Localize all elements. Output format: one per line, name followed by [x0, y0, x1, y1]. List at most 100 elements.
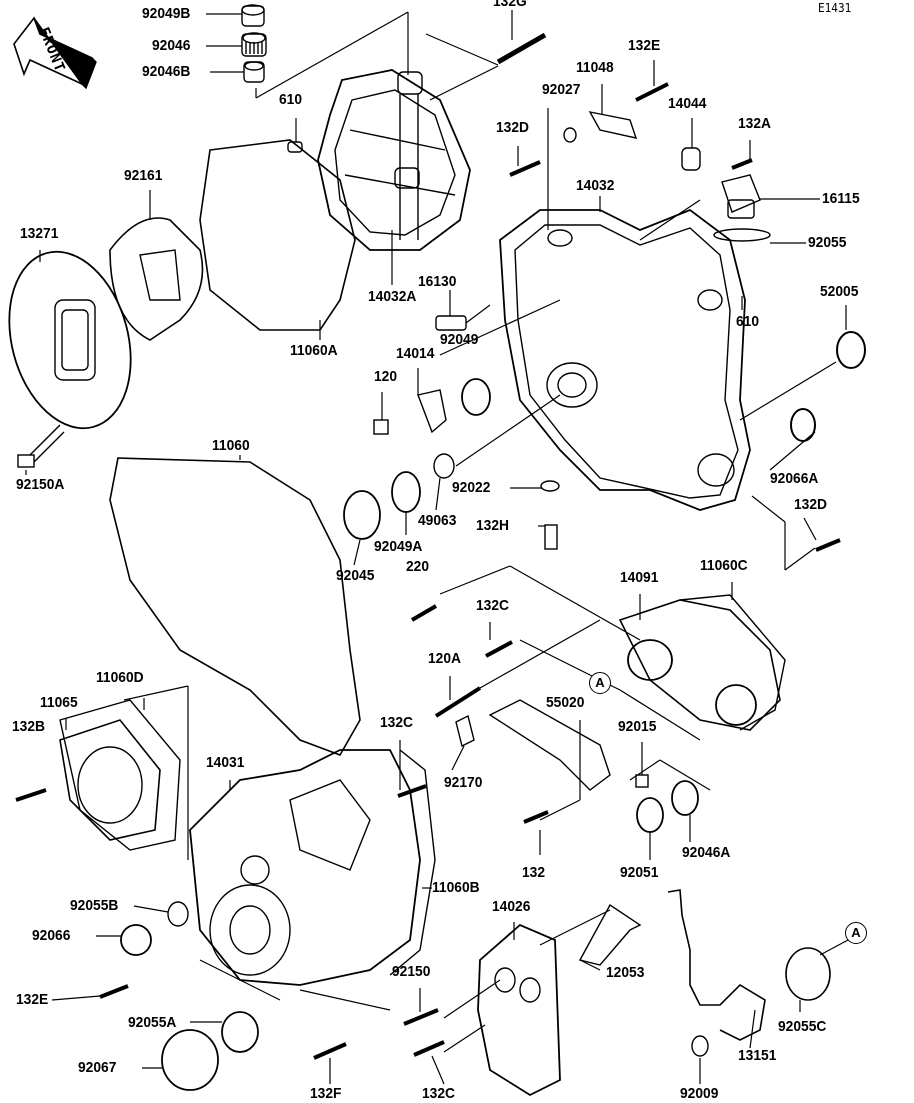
part-label[interactable]: 132B	[12, 718, 45, 735]
o-ring-92055	[713, 228, 771, 242]
part-label[interactable]: 13271	[20, 225, 59, 242]
seal-49063	[433, 453, 455, 479]
plate-13271	[8, 250, 132, 430]
part-label[interactable]: 120	[374, 368, 398, 385]
collar-92027	[563, 127, 577, 143]
part-label[interactable]: 132C	[476, 597, 509, 614]
part-label[interactable]: 11060A	[290, 342, 338, 359]
part-label[interactable]: 120A	[428, 650, 461, 667]
part-label[interactable]: 132H	[476, 517, 509, 534]
part-label[interactable]: 92150A	[16, 476, 65, 493]
seal-92049	[461, 378, 491, 416]
part-label[interactable]: 11065	[40, 694, 78, 711]
dowel-pin-610	[287, 141, 303, 153]
part-label[interactable]: 92051	[620, 864, 659, 881]
bearing-92049a	[391, 471, 421, 513]
part-label[interactable]: 92049A	[374, 538, 423, 555]
part-label[interactable]: 132E	[628, 37, 661, 54]
part-label[interactable]: 92015	[618, 718, 657, 735]
plate-92161	[109, 217, 204, 341]
part-label[interactable]: 132	[522, 864, 546, 881]
bolt-92009	[691, 1035, 709, 1057]
part-label[interactable]: 92046	[152, 37, 191, 54]
reference-marker-a[interactable]: A	[589, 672, 611, 694]
part-label[interactable]: 11060	[212, 437, 250, 454]
part-label[interactable]: 132A	[738, 115, 771, 132]
part-label[interactable]: 220	[406, 558, 430, 575]
sensor-13151	[667, 889, 766, 1041]
cover-11065	[59, 719, 161, 841]
part-label[interactable]: 92055	[808, 234, 847, 251]
part-label[interactable]: 92046A	[682, 844, 731, 861]
part-label[interactable]: 14032	[576, 177, 615, 194]
part-label[interactable]: 92055A	[128, 1014, 177, 1031]
bearing-92046	[241, 32, 267, 57]
part-label[interactable]: 132G	[493, 0, 527, 10]
part-label[interactable]: 132C	[380, 714, 413, 731]
part-label[interactable]: 14044	[668, 95, 707, 112]
seal-92066a	[790, 408, 816, 442]
part-label[interactable]: 49063	[418, 512, 457, 529]
cover-14032	[499, 208, 751, 511]
part-label[interactable]: 92067	[78, 1059, 117, 1076]
plug-92067	[161, 1029, 219, 1091]
part-label[interactable]: 16115	[822, 190, 860, 207]
seal-52005	[836, 331, 866, 369]
part-label[interactable]: 11060D	[96, 669, 144, 686]
part-label[interactable]: 132F	[310, 1085, 342, 1102]
fitting-16130	[435, 315, 467, 331]
part-label[interactable]: 92049	[440, 331, 479, 348]
part-label[interactable]: 92055B	[70, 897, 119, 914]
part-label[interactable]: 92066	[32, 927, 71, 944]
part-label[interactable]: 610	[279, 91, 303, 108]
part-label[interactable]: 11060C	[700, 557, 748, 574]
washer-92022	[540, 480, 560, 492]
part-label[interactable]: 14031	[206, 754, 245, 771]
part-label[interactable]: 14026	[492, 898, 531, 915]
cover-14026	[477, 923, 561, 1097]
o-ring-92055c	[785, 947, 831, 1001]
cover-14032a	[317, 69, 471, 251]
part-label[interactable]: 92027	[542, 81, 581, 98]
o-ring-92055a	[221, 1011, 259, 1053]
part-label[interactable]: 132D	[496, 119, 529, 136]
clamp-92170	[455, 714, 475, 748]
part-label[interactable]: 55020	[546, 694, 585, 711]
bolt-132h	[544, 524, 558, 550]
front-arrow-icon	[13, 16, 97, 90]
part-label[interactable]: 610	[736, 313, 760, 330]
part-label[interactable]: 92046B	[142, 63, 191, 80]
cover-14091	[618, 599, 781, 731]
part-label[interactable]: 92066A	[770, 470, 819, 487]
bolts	[15, 32, 841, 1060]
part-label[interactable]: 11048	[576, 59, 614, 76]
bolt-120	[373, 419, 389, 435]
part-label[interactable]: 92049B	[142, 5, 191, 22]
bearing-92045	[343, 490, 381, 540]
part-label[interactable]: 14014	[396, 345, 435, 362]
part-label[interactable]: 16130	[418, 273, 457, 290]
bearing-92049b	[241, 4, 265, 27]
part-label[interactable]: 14032A	[368, 288, 417, 305]
part-label[interactable]: 92045	[336, 567, 375, 584]
part-label[interactable]: 132E	[16, 991, 49, 1008]
part-label[interactable]: 11060B	[432, 879, 480, 896]
part-label[interactable]: 92055C	[778, 1018, 827, 1035]
part-label[interactable]: 14091	[620, 569, 659, 586]
part-label[interactable]: 132C	[422, 1085, 455, 1102]
part-label[interactable]: 132D	[794, 496, 827, 513]
plate-14014	[417, 389, 447, 434]
reference-marker-a[interactable]: A	[845, 922, 867, 944]
bolt-92150a	[17, 424, 65, 468]
part-label[interactable]: 92009	[680, 1085, 719, 1102]
part-label[interactable]: 92022	[452, 479, 491, 496]
part-label[interactable]: 13151	[738, 1047, 777, 1064]
part-label[interactable]: 92150	[392, 963, 431, 980]
part-label[interactable]: 52005	[820, 283, 859, 300]
part-label[interactable]: 92161	[124, 167, 163, 184]
part-label[interactable]: 12053	[606, 964, 645, 981]
plug-92066	[120, 924, 152, 956]
part-label[interactable]: 92170	[444, 774, 483, 791]
